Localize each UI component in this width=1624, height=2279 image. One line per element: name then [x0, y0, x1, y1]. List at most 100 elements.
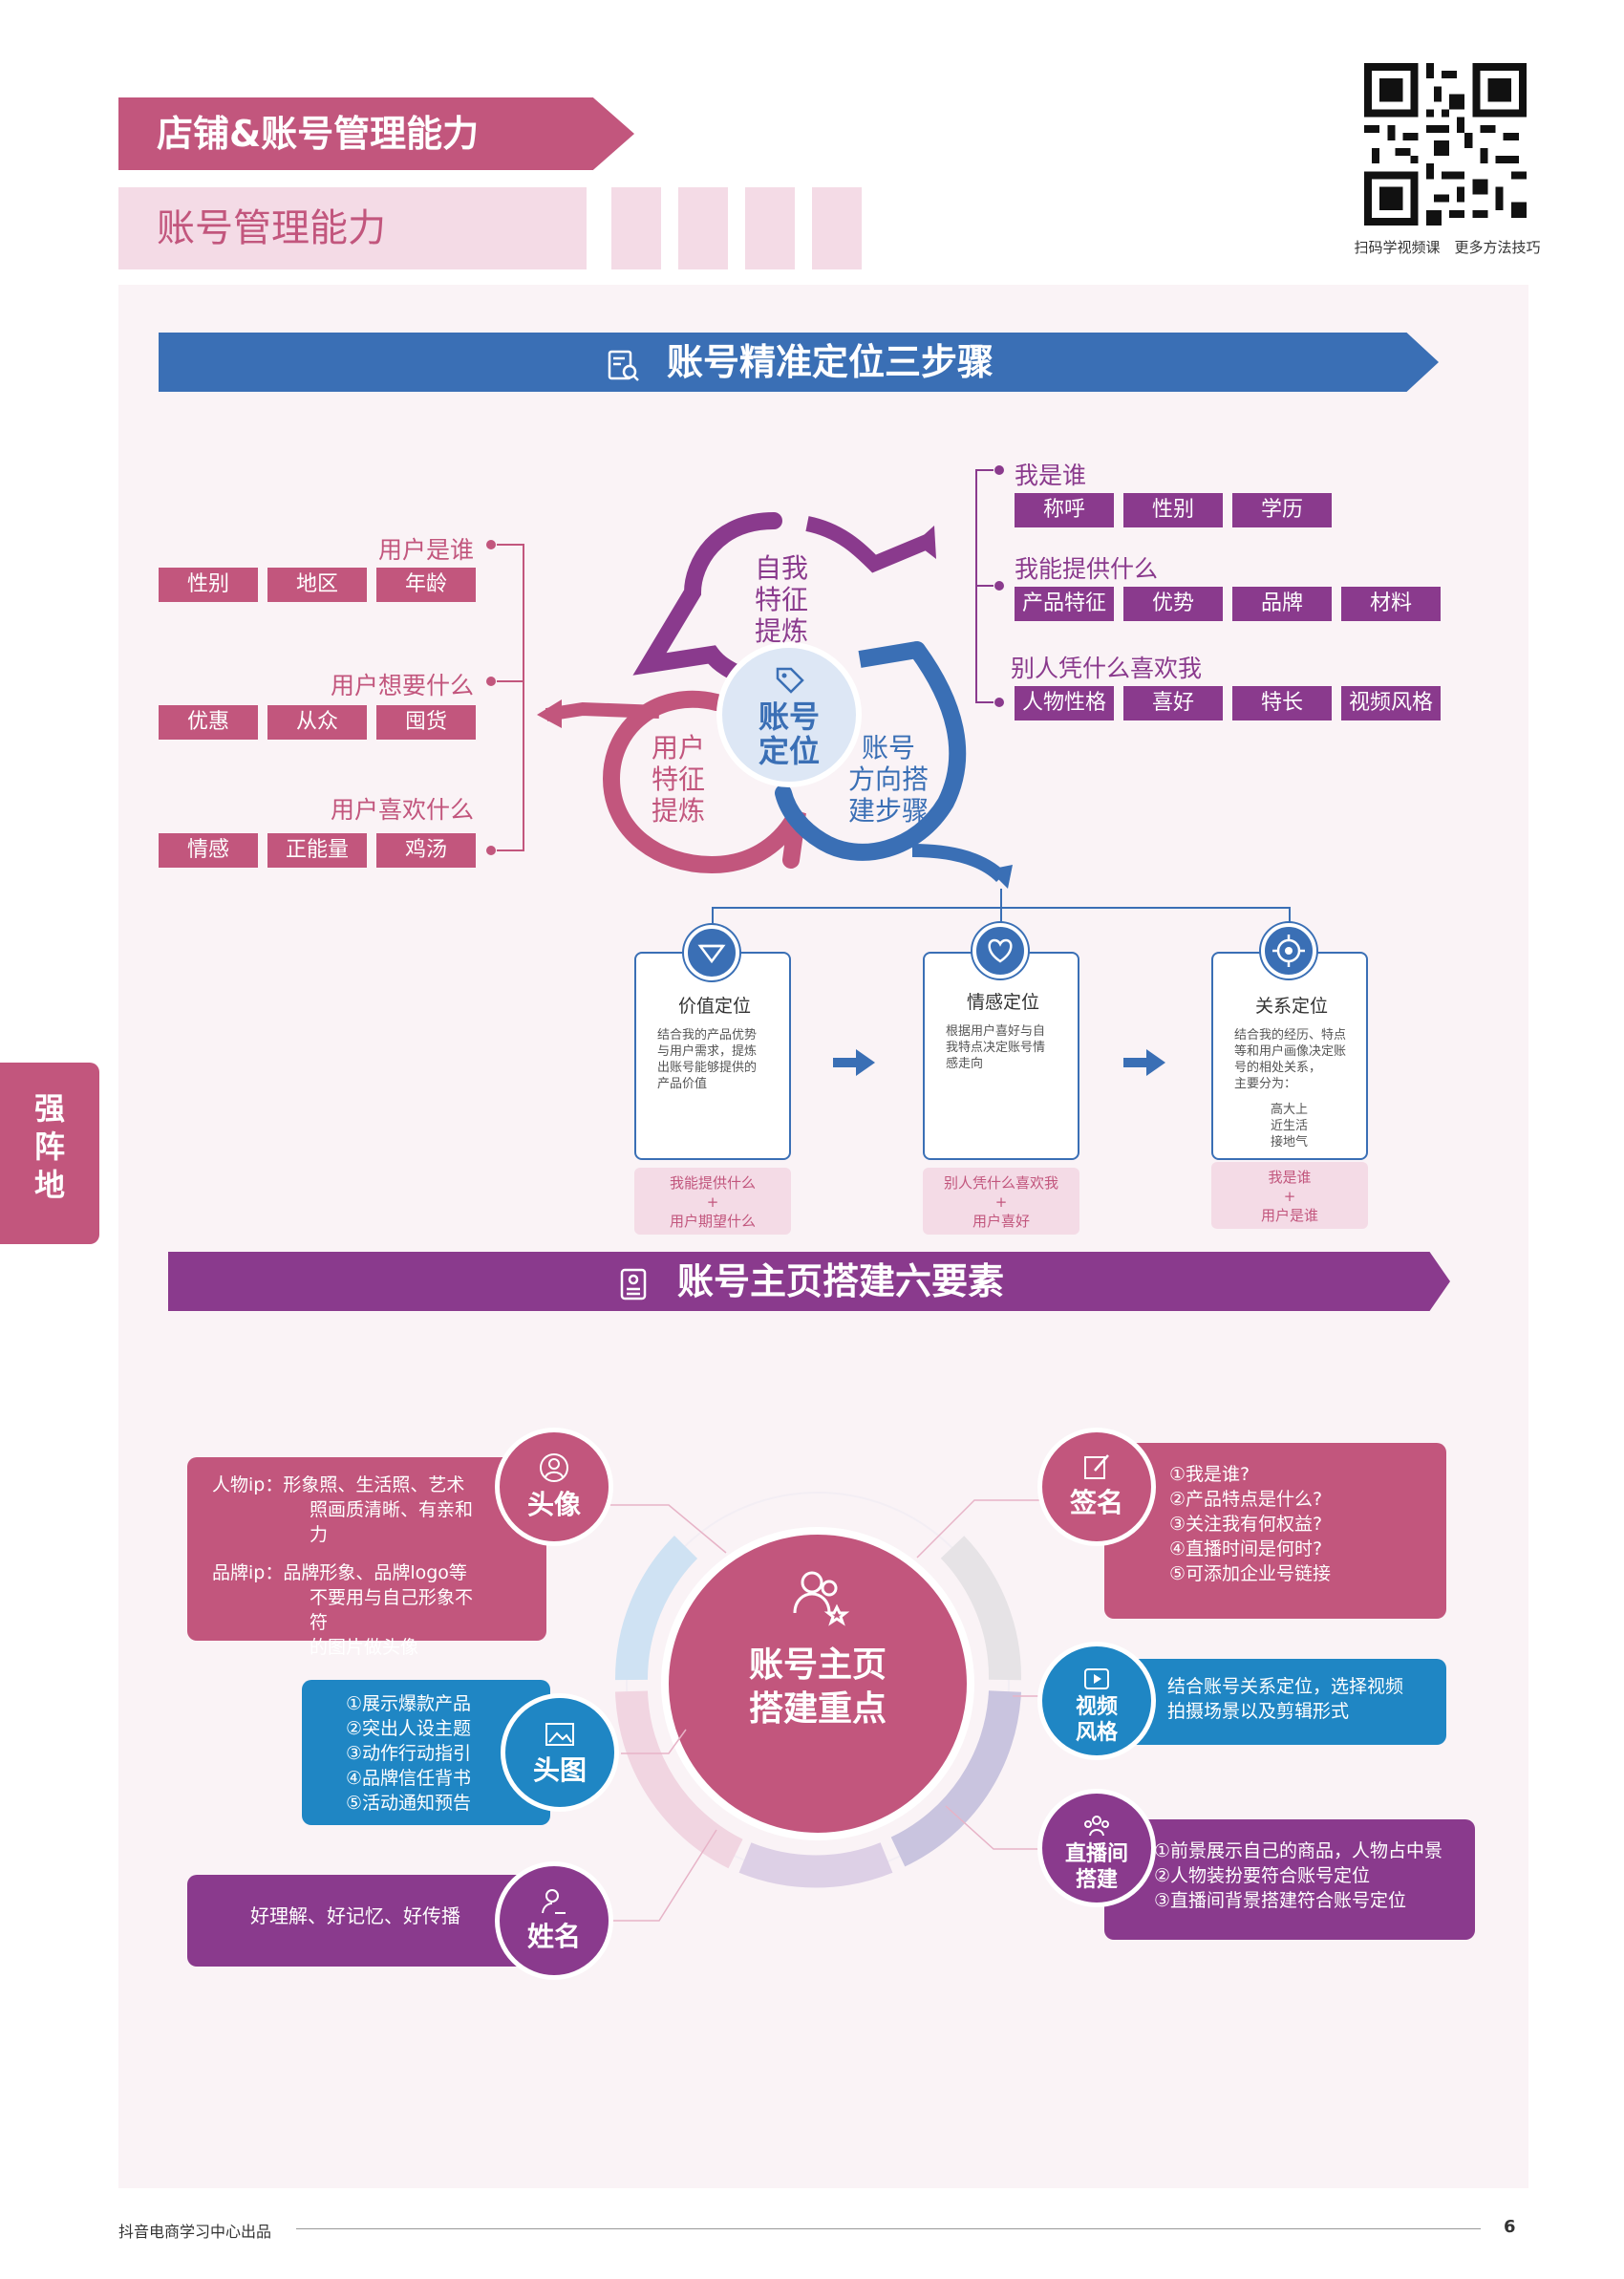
- deco-block: [745, 187, 795, 269]
- step-circle: [684, 925, 739, 980]
- left-group-label: 用户是谁: [377, 536, 474, 564]
- step-extra-line: 近生活: [1271, 1119, 1309, 1133]
- petal-line: 特征: [651, 763, 705, 795]
- step-extra-line: 接地气: [1271, 1135, 1309, 1150]
- image-icon: [545, 1723, 574, 1746]
- document-search-icon: [608, 350, 639, 381]
- person-edit-icon: [542, 1889, 566, 1914]
- petal-account: 账号 方向搭 建步骤: [831, 732, 946, 827]
- left-group-label: 用户想要什么: [330, 672, 474, 699]
- box-line: 人物ip：形象照、生活照、艺术: [212, 1474, 465, 1495]
- petal-line: 特征: [754, 584, 808, 615]
- box-line: ②人物装扮要符合账号定位: [1154, 1865, 1371, 1886]
- badge-label: 风格: [1075, 1721, 1118, 1745]
- step-foot-line: 我能提供什么: [669, 1174, 756, 1192]
- tag: 性别: [159, 568, 258, 602]
- petal-line: 方向搭: [847, 763, 929, 795]
- step-circle: [1261, 923, 1316, 978]
- deco-block: [678, 187, 728, 269]
- box-line: 不要用与自己形象不符: [310, 1587, 474, 1633]
- step-desc-line: 主要分为：: [1234, 1077, 1297, 1091]
- signature-box: ①我是谁? ②产品特点是什么? ③关注我有何权益? ④直播时间是何时? ⑤可添加…: [1104, 1443, 1446, 1619]
- box-line: ⑤可添加企业号链接: [1169, 1563, 1332, 1584]
- header-image-badge: 头图: [501, 1693, 619, 1812]
- section1-banner: 账号精准定位三步骤: [159, 333, 1439, 392]
- diamond-icon: [697, 944, 726, 964]
- petal-user: 用户 特征 提炼: [630, 732, 726, 827]
- badge-label: 直播间: [1064, 1842, 1128, 1866]
- step-foot-line: 用户喜好: [972, 1213, 1030, 1230]
- badge-label: 姓名: [526, 1921, 581, 1952]
- side-tab-char: 阵: [33, 1129, 65, 1165]
- petal-self: 自我 特征 提炼: [734, 552, 829, 647]
- section1-title: 账号精准定位三步骤: [666, 341, 994, 383]
- step-foot-line: +: [706, 1193, 719, 1211]
- video-style-badge: 视频 风格: [1037, 1642, 1156, 1760]
- right-group-label: 我能提供什么: [1015, 555, 1159, 583]
- avatar-badge: 头像: [495, 1428, 613, 1546]
- center-line: 定位: [758, 733, 820, 769]
- side-tab-char: 地: [33, 1167, 65, 1203]
- video-style-box: 结合账号关系定位，选择视频 拍摄场景以及剪辑形式: [1104, 1659, 1446, 1745]
- step-box-value: 价值定位 结合我的产品优势 与用户需求，提炼 出账号能够提供的 产品价值: [634, 952, 791, 1160]
- step-title: 价值定位: [677, 996, 751, 1017]
- page-title: 店铺&账号管理能力: [118, 97, 634, 170]
- video-play-icon: [1084, 1668, 1109, 1689]
- name-badge: 姓名: [495, 1861, 613, 1980]
- tag: 喜好: [1123, 686, 1223, 720]
- tag: 优惠: [159, 705, 258, 740]
- step-desc-line: 出账号能够提供的: [657, 1061, 758, 1075]
- step-desc-line: 结合我的经历、特点: [1234, 1028, 1347, 1043]
- tag: 称呼: [1015, 493, 1114, 527]
- step-box-relation: 关系定位 结合我的经历、特点 等和用户画像决定账 号的相处关系， 主要分为： 高…: [1211, 952, 1368, 1160]
- petal-line: 自我: [754, 552, 808, 584]
- tag: 正能量: [267, 833, 367, 868]
- user-icon: [540, 1453, 568, 1482]
- step-box-emotion: 情感定位 根据用户喜好与自 我特点决定账号情 感走向: [923, 952, 1079, 1160]
- group-people-icon: [1084, 1816, 1109, 1837]
- center-line: 账号主页: [748, 1645, 887, 1685]
- qr-caption: 扫码学视频课 更多方法技巧: [1354, 239, 1541, 256]
- pen-edit-icon: [1084, 1454, 1109, 1479]
- page-number: 6: [1504, 2217, 1516, 2237]
- step-foot-line: +: [1283, 1188, 1296, 1205]
- box-line: ⑤活动通知预告: [346, 1793, 472, 1814]
- step-foot-line: 我是谁: [1268, 1169, 1312, 1186]
- box-line: 的图片做头像: [310, 1637, 419, 1658]
- box-line: ①我是谁?: [1169, 1464, 1250, 1485]
- avatar-box: 人物ip：形象照、生活照、艺术 照画质清晰、有亲和力 品牌ip：品牌形象、品牌l…: [187, 1457, 546, 1658]
- step-desc-line: 根据用户喜好与自: [946, 1024, 1046, 1039]
- deco-block: [812, 187, 862, 269]
- step-foot-line: 用户是谁: [1260, 1207, 1318, 1224]
- box-line: 结合账号关系定位，选择视频: [1167, 1676, 1404, 1697]
- signature-badge: 签名: [1037, 1428, 1156, 1546]
- tag: 年龄: [376, 568, 476, 602]
- tag: 特长: [1232, 686, 1332, 720]
- step-desc-line: 产品价值: [657, 1077, 708, 1091]
- box-line: ③关注我有何权益?: [1169, 1514, 1323, 1535]
- box-line: 品牌ip：品牌形象、品牌logo等: [212, 1562, 467, 1583]
- petal-line: 账号: [861, 732, 915, 763]
- profile-card-icon: [620, 1268, 647, 1300]
- step-foot: 我能提供什么 + 用户期望什么: [634, 1168, 791, 1235]
- tag: 人物性格: [1015, 686, 1114, 720]
- badge-label: 头像: [526, 1489, 581, 1520]
- step-desc-line: 结合我的产品优势: [657, 1028, 758, 1043]
- footer-divider: [296, 2228, 1481, 2229]
- step-extra-line: 高大上: [1271, 1103, 1309, 1117]
- tag: 材料: [1341, 587, 1441, 621]
- tag: 从众: [267, 705, 367, 740]
- section2-banner: 账号主页搭建六要素: [168, 1252, 1450, 1311]
- box-line: ④直播时间是何时?: [1169, 1538, 1323, 1559]
- step-extra: 高大上 近生活 接地气: [1213, 1092, 1366, 1150]
- box-line: ③动作行动指引: [346, 1743, 472, 1764]
- step-desc-line: 号的相处关系，: [1234, 1061, 1322, 1075]
- tag: 鸡汤: [376, 833, 476, 868]
- qr-code-icon[interactable]: [1364, 63, 1527, 226]
- box-line: ③直播间背景搭建符合账号定位: [1154, 1890, 1407, 1911]
- step-desc: 根据用户喜好与自 我特点决定账号情 感走向: [925, 1014, 1078, 1072]
- badge-label: 视频: [1075, 1695, 1118, 1719]
- right-group-label: 别人凭什么喜欢我: [1011, 655, 1203, 682]
- box-line: 好理解、好记忆、好传播: [250, 1904, 460, 1927]
- target-icon: [1272, 935, 1305, 967]
